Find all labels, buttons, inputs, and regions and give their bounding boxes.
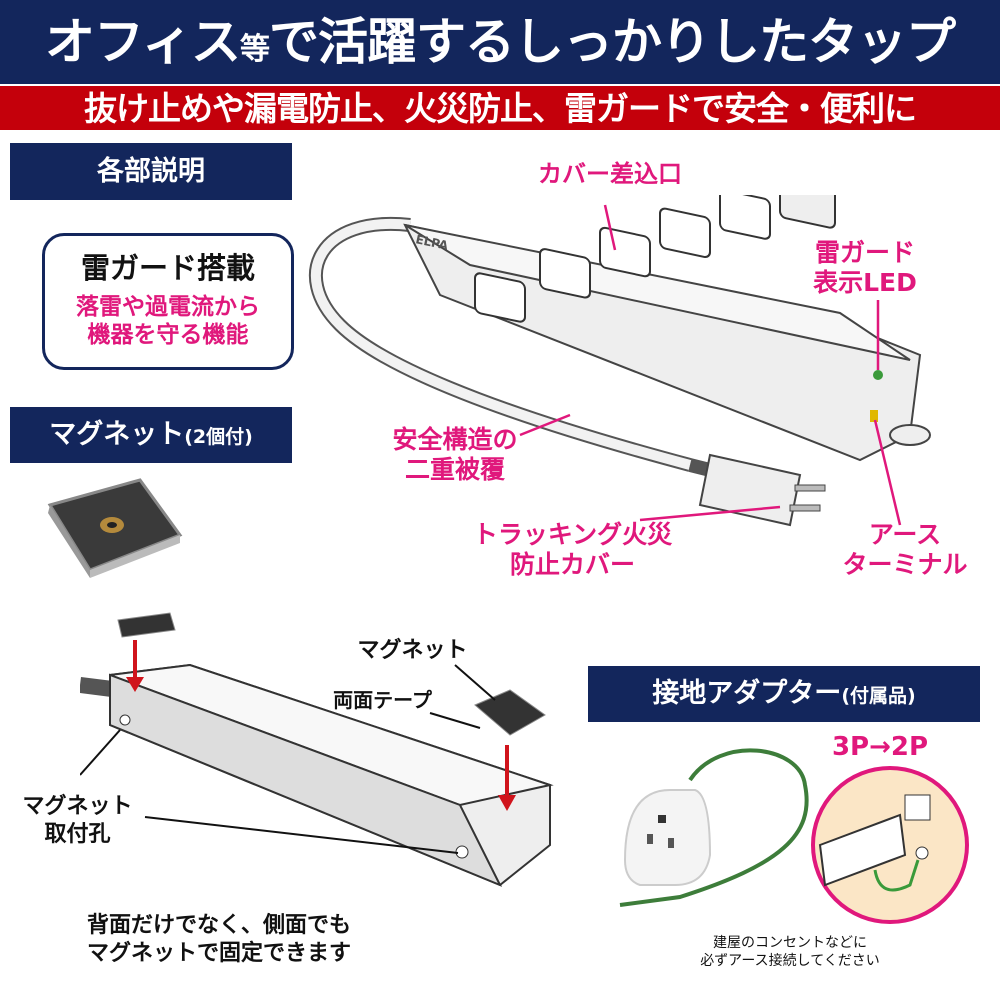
label-double-sided-tape: 両面テープ [333,688,432,712]
conversion-label: 3P→2P [831,732,929,762]
lightning-desc-2: 機器を守る機能 [87,321,249,348]
label-magnet-hole: マグネット取付孔 [22,794,133,847]
lightning-guard-box: 雷ガード搭載 落雷や過電流から 機器を守る機能 [42,233,294,370]
magnet-note: 背面だけでなく、側面でもマグネットで固定できます [87,913,352,966]
main-title: オフィス等で活躍するしっかりしたタップ [0,0,1000,84]
magnet-image [47,478,183,578]
parts-section-title: 各部説明 [10,143,292,200]
label-earth-terminal: アースターミナル [842,520,968,579]
power-strip-illustration: ELPA [308,195,931,527]
label-lightning-led: 雷ガード表示LED [813,238,917,297]
label-magnet: マグネット [357,638,468,663]
magnet-mount-illustration [80,612,554,887]
subtitle-banner: 抜け止めや漏電防止、火災防止、雷ガードで安全・便利に [0,84,1000,130]
label-double-insulation: 安全構造の二重被覆 [392,425,518,484]
brand-logo: ELPA [414,232,450,253]
adapter-illustration [619,748,969,924]
label-cover-outlet: カバー差込口 [538,160,682,188]
label-tracking-cover: トラッキング火災防止カバー [472,520,673,579]
magnet-section-title: マグネット(2個付) [10,407,292,463]
adapter-note: 建屋のコンセントなどに必ずアース接続してください [700,935,880,969]
lightning-guard-title: 雷ガード搭載 [80,251,255,285]
adapter-section-title: 接地アダプター(付属品) [588,666,980,722]
lightning-desc-1: 落雷や過電流から [76,294,260,321]
